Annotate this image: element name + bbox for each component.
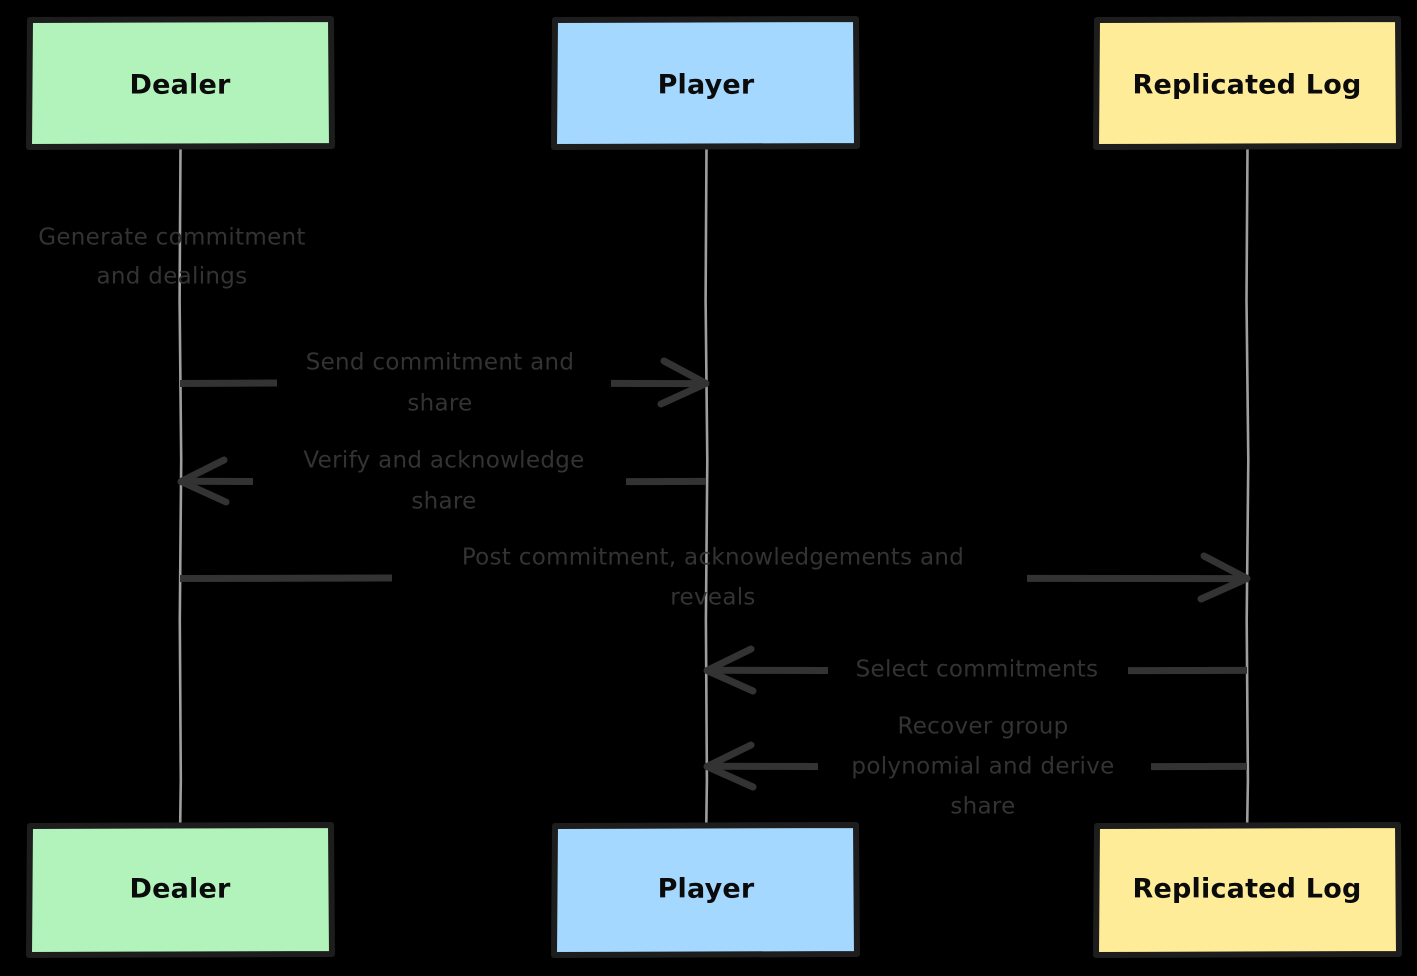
- lifeline-replicated-log: [1245, 146, 1250, 826]
- message-label-2-line1: Verify and acknowledge: [303, 448, 584, 474]
- actor-box-replicated-log-bottom-border: [1093, 822, 1402, 958]
- arrowhead-right-3: [1197, 552, 1251, 603]
- actor-box-replicated-log-bottom-fill: [1098, 827, 1397, 954]
- actor-box-player-top-fill: [556, 21, 855, 146]
- arrowhead-left-4: [703, 645, 757, 695]
- message-label-5-line2: polynomial and derive: [851, 754, 1114, 780]
- actor-box-player-bottom-fill: [556, 827, 855, 954]
- message-label-1-line2: share: [407, 391, 472, 417]
- actor-label-replicated-log-bottom: Replicated Log: [1133, 874, 1362, 905]
- message-verify-and-acknowledge-share[interactable]: Verify and acknowledge share: [177, 448, 707, 515]
- message-post-commitment-acks-reveals[interactable]: Post commitment, acknowledgements and re…: [179, 545, 1251, 611]
- actor-box-dealer-top-border: [26, 16, 335, 150]
- actor-label-player-top: Player: [658, 70, 755, 101]
- message-label-5-line1: Recover group: [897, 714, 1068, 740]
- actor-box-player-bottom[interactable]: Player: [551, 822, 860, 958]
- lifelines-group: [178, 146, 1250, 826]
- actor-box-replicated-log-top-fill: [1098, 21, 1397, 146]
- actor-box-replicated-log-top-border: [1093, 16, 1402, 150]
- note-label-line2: and dealings: [97, 264, 248, 290]
- message-line-3: [179, 574, 393, 582]
- message-recover-group-polynomial[interactable]: Recover group polynomial and derive shar…: [703, 714, 1248, 820]
- message-line-1: [179, 379, 278, 387]
- actor-box-replicated-log-top[interactable]: Replicated Log: [1093, 16, 1402, 150]
- lifeline-dealer: [178, 146, 183, 826]
- actor-label-dealer-bottom: Dealer: [129, 874, 231, 905]
- actor-box-player-top[interactable]: Player: [551, 16, 860, 150]
- message-label-2-line2: share: [411, 489, 476, 515]
- arrowhead-left-2: [177, 456, 230, 506]
- actor-box-player-bottom-border: [551, 822, 860, 958]
- actor-box-replicated-log-bottom[interactable]: Replicated Log: [1093, 822, 1402, 958]
- message-send-commitment-and-share[interactable]: Send commitment and share: [179, 350, 710, 417]
- actor-label-player-bottom: Player: [658, 874, 755, 905]
- message-label-4-line1: Select commitments: [856, 657, 1099, 683]
- lifeline-player: [704, 146, 709, 826]
- actor-label-dealer-top: Dealer: [129, 70, 231, 101]
- arrowhead-left-5: [703, 741, 757, 791]
- actor-label-replicated-log-top: Replicated Log: [1133, 70, 1362, 101]
- note-generate-commitment-and-dealings: Generate commitment and dealings: [38, 225, 306, 290]
- note-label-line1: Generate commitment: [38, 225, 306, 251]
- actor-box-dealer-bottom-border: [26, 822, 335, 958]
- arrowhead-right-1: [657, 357, 710, 408]
- actor-box-dealer-top[interactable]: Dealer: [26, 16, 335, 150]
- actor-box-dealer-top-fill: [31, 21, 330, 146]
- actor-box-dealer-bottom-fill: [31, 827, 330, 954]
- actor-box-dealer-bottom[interactable]: Dealer: [26, 822, 335, 958]
- actor-box-player-top-border: [551, 16, 860, 150]
- message-label-5-line3: share: [950, 794, 1015, 820]
- message-label-3-line2: reveals: [670, 585, 755, 611]
- message-select-commitments[interactable]: Select commitments: [703, 645, 1248, 695]
- message-label-3-line1: Post commitment, acknowledgements and: [462, 545, 964, 571]
- message-label-1-line1: Send commitment and: [306, 350, 575, 376]
